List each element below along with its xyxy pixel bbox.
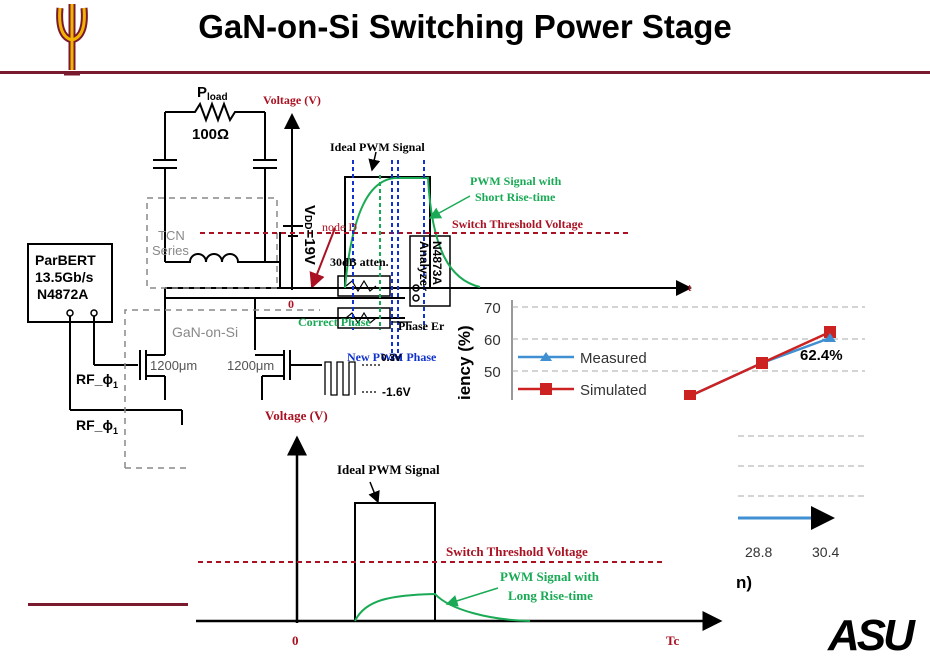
x-tick-30-4: 30.4 <box>812 544 839 560</box>
lower-long-label-1: PWM Signal with <box>500 569 600 584</box>
x-tick-28-8: 28.8 <box>745 544 772 560</box>
lower-zero-label: 0 <box>292 633 299 648</box>
upper-ideal-label: Ideal PWM Signal <box>330 140 425 154</box>
efficiency-chart <box>511 300 865 530</box>
upper-threshold-label: Switch Threshold Voltage <box>452 217 584 231</box>
efficiency-xlabel-fragment: n) <box>736 573 752 592</box>
new-phase-label: New PWM Phase <box>347 350 437 364</box>
rf1-label: RF_ϕ1 <box>76 371 118 390</box>
efficiency-ylabel: iency (%) <box>455 325 474 400</box>
y-tick-70: 70 <box>484 300 501 317</box>
fet1-size: 1200μm <box>150 358 197 373</box>
y-tick-50: 50 <box>484 364 501 381</box>
lower-voltage-label: Voltage (V) <box>265 408 328 423</box>
upper-short-label-2: Short Rise-time <box>475 190 556 204</box>
upper-voltage-label: Voltage (V) <box>263 93 321 107</box>
y-tick-60: 60 <box>484 332 501 349</box>
parbert-label-1: ParBERT <box>35 252 96 268</box>
pload-label: Pload <box>197 84 228 103</box>
vdd-label: VDD=19V <box>301 205 318 265</box>
upper-short-label-1: PWM Signal with <box>470 174 562 188</box>
correct-phase-label: Correct Phase <box>298 315 371 329</box>
footer-divider <box>28 603 188 606</box>
load-resistor <box>165 101 265 123</box>
tcn-label-2: Series <box>152 243 189 258</box>
lower-ideal-label: Ideal PWM Signal <box>337 462 440 477</box>
legend-simulated: Simulated <box>580 382 647 399</box>
lower-long-rise-signal <box>354 592 531 622</box>
upper-waveform <box>200 113 692 360</box>
upper-short-rise-signal <box>344 177 481 289</box>
atten-label: 30dB atten. <box>330 255 389 269</box>
efficiency-value-label: 62.4% <box>800 347 843 364</box>
legend-measured: Measured <box>580 350 647 367</box>
upper-t-label: t <box>688 283 692 294</box>
resistor-value: 100Ω <box>192 126 229 143</box>
parbert-label-3: N4872A <box>37 286 88 302</box>
upper-zero-label: 0 <box>288 297 294 311</box>
neg-voltage-label: -1.6V <box>382 385 411 399</box>
pitchfork-logo <box>56 4 88 76</box>
title-divider <box>0 71 930 74</box>
fet2-size: 1200μm <box>227 358 274 373</box>
rf2-label: RF_ϕ1 <box>76 417 118 436</box>
analyzer-label-2: N4873A <box>430 241 444 285</box>
lower-threshold-label: Switch Threshold Voltage <box>446 544 588 559</box>
lower-long-label-2: Long Rise-time <box>508 588 593 603</box>
node-d-arrow <box>309 227 336 289</box>
gan-box <box>124 309 320 468</box>
small-voltage-label: 0.3V <box>381 353 402 364</box>
gan-label: GaN-on-Si <box>172 324 238 340</box>
slide-title: GaN-on-Si Switching Power Stage <box>198 8 732 45</box>
tcn-inductor <box>165 253 265 263</box>
parbert-label-2: 13.5Gb/s <box>35 269 94 285</box>
phase-error-label: Phase Er <box>398 319 445 333</box>
lower-waveform <box>196 435 723 631</box>
circuit-schematic <box>27 101 451 425</box>
tcn-label-1: TCN <box>158 228 185 243</box>
analyzer-label-1: Analyzer <box>417 241 431 291</box>
lower-tc-label: Tc <box>666 633 679 648</box>
asu-logo: ASU <box>827 611 916 660</box>
node-d-label: node D <box>322 220 357 234</box>
